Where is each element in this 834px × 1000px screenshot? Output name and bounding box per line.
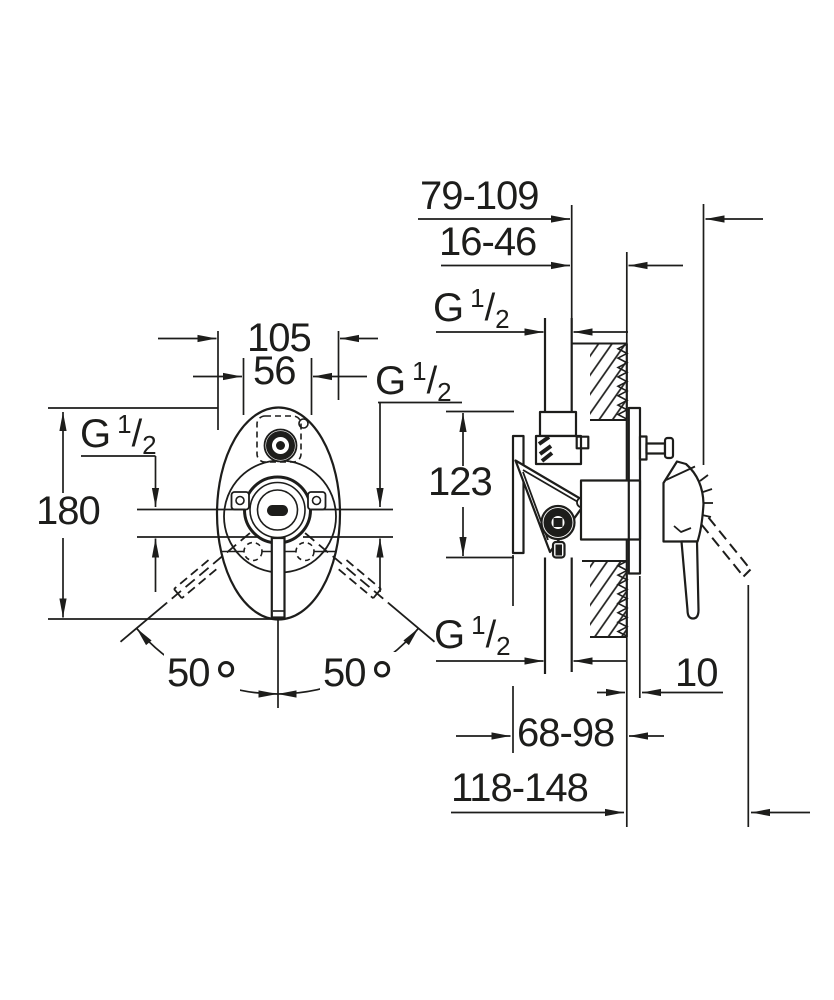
- lever-ghost-left: [119, 532, 251, 643]
- dim-label-10: 10: [675, 651, 718, 695]
- bracket-strip: [511, 434, 525, 555]
- lever-ghost-right: [304, 532, 436, 643]
- ear-left: [230, 491, 250, 511]
- ear-right-hole: [311, 495, 322, 506]
- dim-label-118-148: 118-148: [451, 766, 589, 810]
- dim-label-16-46: 16-46: [439, 220, 537, 264]
- dim-label-50-left: 50°: [164, 652, 240, 712]
- hub-knurl-ticks: [699, 474, 713, 518]
- leader-g-half-front-right: [376, 401, 462, 592]
- lever-rod-side: [680, 540, 700, 620]
- escutcheon-plate-side: [627, 406, 642, 575]
- dim-label-50-right: 50°: [320, 652, 396, 712]
- lever-rod-front: [270, 536, 286, 619]
- dim-label-79-109: 79-109: [420, 174, 540, 218]
- wall-connector: [575, 435, 590, 450]
- ear-left-hole: [235, 495, 245, 506]
- dim-label-180: 180: [36, 489, 101, 533]
- dim-label-68-98: 68-98: [517, 711, 615, 755]
- bottom-screw-core: [555, 544, 562, 556]
- hub-detail-line: [665, 465, 696, 481]
- diverter-center: [276, 441, 285, 450]
- leader-g-half-front-left: [81, 455, 160, 592]
- dim-label-56: 56: [253, 349, 296, 393]
- dim-label-123: 123: [428, 460, 493, 504]
- nut-section-hatch: [537, 435, 554, 463]
- hub-inner-mark: [673, 525, 692, 533]
- dim-label-105: 105: [247, 316, 312, 360]
- lever-hub: [662, 460, 705, 543]
- valve-body-block: [579, 479, 642, 541]
- diverter-notch-hole: [298, 418, 309, 429]
- diverter-dashed-outline: [256, 415, 302, 463]
- diverter-ring: [266, 431, 295, 460]
- top-union-fitting: [538, 410, 578, 438]
- diverter-knob-shaft: [645, 442, 667, 455]
- cartridge-inner-circle: [256, 489, 299, 531]
- outlet-port-ring: [543, 508, 573, 537]
- outlet-port-square: [553, 518, 563, 527]
- front-view-plate: [119, 406, 436, 643]
- screw-hole-right: [295, 541, 315, 562]
- lever-ghost-side: [700, 516, 752, 578]
- ear-right: [307, 491, 327, 511]
- cartridge-slot: [267, 505, 288, 516]
- bracket-inner-line-1: [522, 469, 579, 503]
- side-view-valve: [511, 318, 752, 674]
- diverter-knob-cap: [663, 436, 675, 460]
- screw-hole-left: [243, 541, 263, 562]
